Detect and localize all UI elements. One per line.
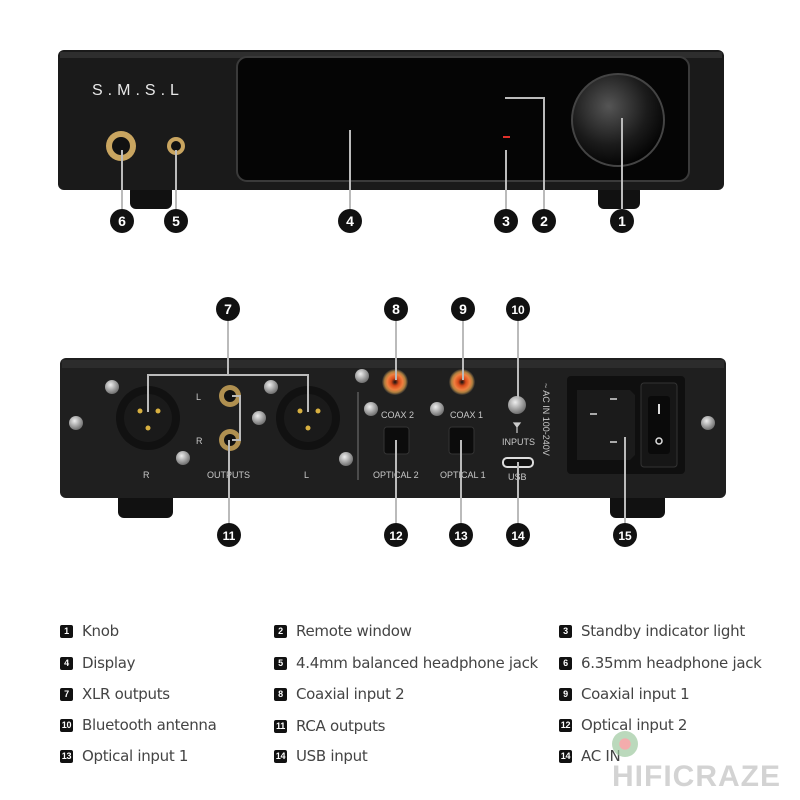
callout-5: 5 [164,209,188,233]
callout-6: 6 [110,209,134,233]
svg-text:14: 14 [511,529,525,543]
svg-text:7: 7 [224,301,232,317]
svg-text:1: 1 [618,213,626,229]
coax-input-2 [382,369,408,395]
svg-text:9: 9 [459,301,467,317]
antenna-icon [512,422,522,433]
foot [598,185,640,209]
svg-text:~ AC IN 100-240V: ~ AC IN 100-240V [541,383,551,456]
callout-14: 14 [506,523,530,547]
callout-12: 12 [384,523,408,547]
callout-7: 7 [216,297,240,321]
svg-text:6: 6 [118,213,126,229]
front-callouts: 6 5 4 3 2 1 [110,209,634,233]
rear-callout-lines [147,321,626,523]
svg-text:4: 4 [346,213,354,229]
svg-text:COAX 2: COAX 2 [381,410,414,420]
coax-input-1 [449,369,475,395]
iec-power-inlet [577,390,635,460]
svg-text:2: 2 [540,213,548,229]
screws [69,369,715,466]
callout-1: 1 [610,209,634,233]
svg-text:11: 11 [223,529,236,543]
callout-11: 11 [217,523,241,547]
svg-text:COAX 1: COAX 1 [450,410,483,420]
svg-text:5: 5 [172,213,180,229]
standby-indicator [503,136,510,138]
svg-text:8: 8 [392,301,400,317]
front-panel: S.M.S.L [58,50,724,209]
callout-13: 13 [449,523,473,547]
callout-2: 2 [532,209,556,233]
svg-text:R: R [143,470,150,480]
svg-text:L: L [304,470,309,480]
svg-text:15: 15 [618,529,632,543]
watermark-logo-icon [612,731,638,758]
svg-text:INPUTS: INPUTS [502,437,535,447]
front-callout-lines [121,97,623,209]
svg-text:3: 3 [502,213,510,229]
foot [130,185,172,209]
svg-text:10: 10 [511,303,525,317]
callout-8: 8 [384,297,408,321]
brand-logo: S.M.S.L [92,82,184,99]
callout-9: 9 [451,297,475,321]
svg-text:R: R [196,436,203,446]
callout-15: 15 [613,523,637,547]
volume-knob [571,73,665,167]
callout-4: 4 [338,209,362,233]
watermark: HIFICRAZE [612,726,800,794]
svg-text:OPTICAL 1: OPTICAL 1 [440,470,486,480]
callout-10: 10 [506,297,530,321]
rear-panel: R OUTPUTS L L R COAX 2 COAX 1 INPUTS OPT… [60,358,726,518]
bluetooth-antenna-connector [508,396,526,414]
svg-text:L: L [196,392,201,402]
svg-text:12: 12 [389,529,403,543]
svg-text:13: 13 [454,529,468,543]
callout-3: 3 [494,209,518,233]
rear-callouts: 7 8 9 10 11 12 13 14 15 [216,297,637,547]
